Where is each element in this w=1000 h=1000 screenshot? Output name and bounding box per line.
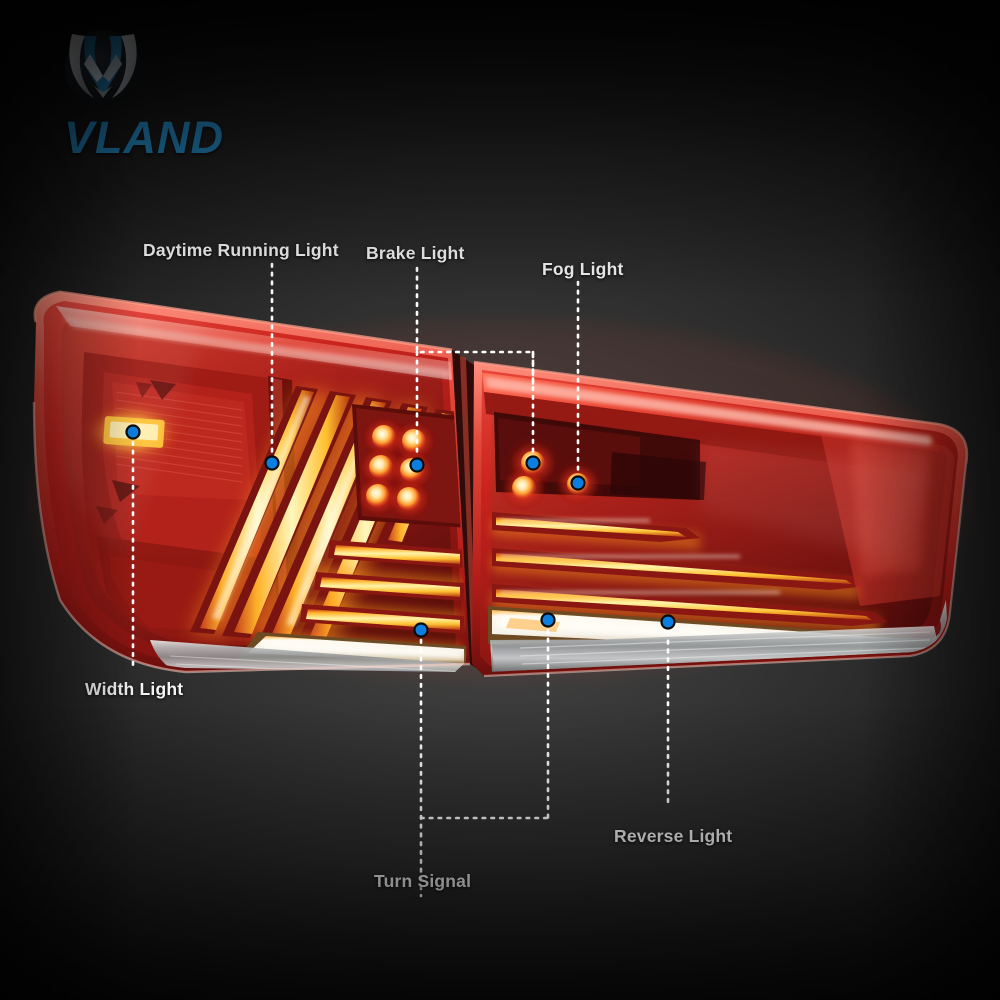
label-fog-light: Fog Light xyxy=(542,259,624,279)
left-lamp-section xyxy=(32,290,471,674)
leader-brake-light xyxy=(415,266,535,388)
marker-brake-light[interactable] xyxy=(409,457,425,473)
turn-signal-bars-right xyxy=(492,512,888,634)
callout-markers xyxy=(125,424,676,638)
label-turn-signal: Turn Signal xyxy=(374,871,472,891)
marker-daytime-running-light[interactable] xyxy=(264,455,280,471)
marker-turn-signal-primary[interactable] xyxy=(413,622,429,638)
marker-width-light[interactable] xyxy=(125,424,141,440)
marker-fog-light-secondary[interactable] xyxy=(570,475,586,491)
marker-fog-light-primary[interactable] xyxy=(525,455,541,471)
label-daytime-running-light: Daytime Running Light xyxy=(143,240,339,260)
label-reverse-light: Reverse Light xyxy=(614,826,733,846)
brand-logo: VLAND xyxy=(52,24,223,163)
brand-wordmark: VLAND xyxy=(64,112,224,163)
vland-wing-emblem-icon xyxy=(65,30,141,106)
label-brake-light: Brake Light xyxy=(366,243,465,263)
label-width-light: Width Light xyxy=(85,679,184,699)
marker-turn-signal-secondary[interactable] xyxy=(540,612,556,628)
right-lamp-section xyxy=(472,360,969,678)
marker-reverse-light[interactable] xyxy=(660,614,676,630)
fog-light-element xyxy=(500,439,602,510)
